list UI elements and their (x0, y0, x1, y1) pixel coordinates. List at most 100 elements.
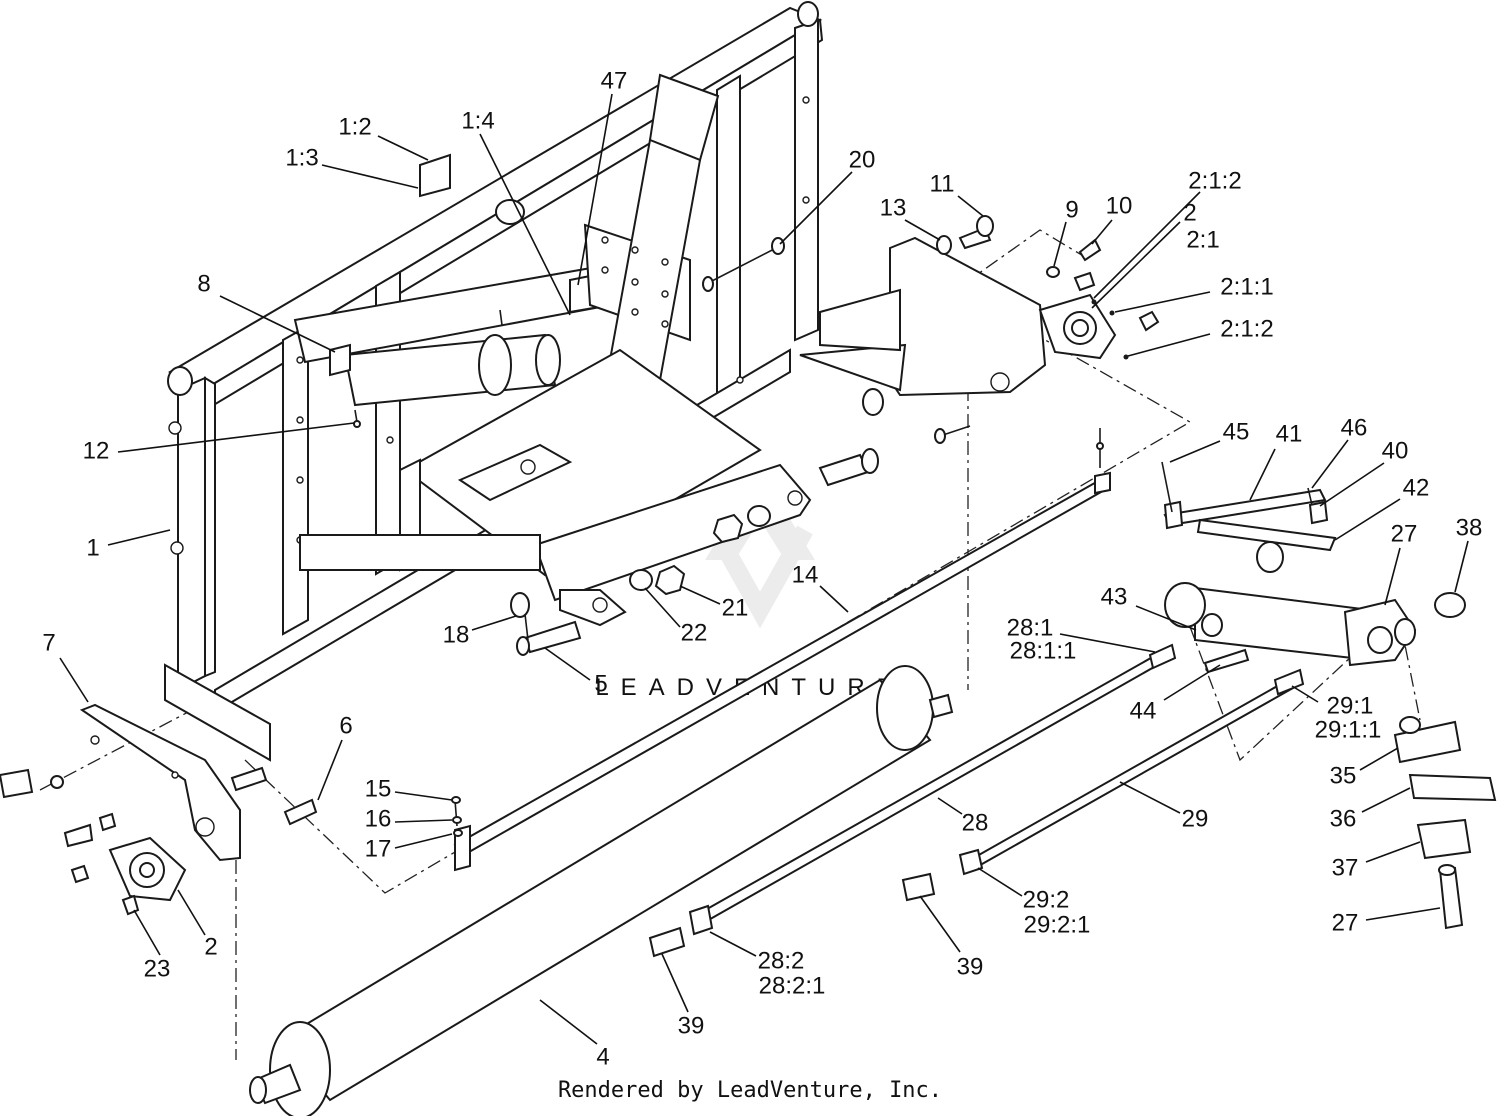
callout-c-1-4: 1:4 (461, 107, 494, 134)
leader-11 (957, 195, 984, 217)
callout-c-6: 6 (339, 712, 352, 739)
render-credit: Rendered by LeadVenture, Inc. (557, 1078, 943, 1103)
callout-c-35: 35 (1330, 762, 1357, 789)
callout-c-39b: 39 (678, 1012, 705, 1039)
cylinder-pin-head (353, 420, 361, 428)
roller-4 (249, 665, 954, 1116)
leader-1 (107, 529, 171, 546)
leader-5 (544, 647, 591, 681)
frame-left-post-side (204, 376, 216, 678)
crossbar-14-right-flange (1094, 471, 1111, 495)
callout-c-15: 15 (365, 775, 392, 802)
callout-c-43: 43 (1101, 583, 1128, 610)
pin-20-end (702, 276, 714, 292)
frame-hole (170, 541, 184, 555)
elbow-39-left (648, 926, 686, 958)
motor-mount-boss (1394, 618, 1416, 646)
right-plate (889, 236, 1047, 397)
cylinder-clevis (329, 343, 351, 377)
frame-hole (296, 416, 304, 424)
leader-15 (394, 791, 453, 801)
leader-41 (1249, 448, 1276, 501)
leader-23 (133, 909, 161, 956)
lynch-pin (862, 388, 884, 416)
leader-1-2 (377, 135, 429, 161)
leader-22 (644, 587, 681, 628)
left-plate-notch (195, 817, 215, 837)
bolt-frame-right-head (934, 428, 946, 444)
pin-27-head (1438, 864, 1456, 876)
bracket-41 (1163, 488, 1327, 527)
screw-46 (1307, 487, 1313, 506)
leader-6 (317, 739, 343, 801)
leader-42 (1334, 498, 1401, 541)
frame-left-foot-plate (164, 663, 271, 762)
callout-c-29-1-1: 29:1:1 (1315, 716, 1382, 743)
hitch-plate-hole (601, 266, 609, 274)
left-plate-hole (90, 735, 100, 745)
callout-c-17: 17 (365, 835, 392, 862)
washer-22 (629, 569, 653, 591)
clamp-36 (1408, 773, 1497, 802)
clamp-35-hole (1399, 716, 1421, 734)
decal-42 (1196, 518, 1337, 552)
pin-right-head (861, 448, 879, 474)
motor-flange (1164, 582, 1206, 628)
frame-post-4 (716, 74, 741, 396)
hitch-lower-bar (299, 534, 541, 571)
pin-20 (709, 245, 781, 283)
nut-9 (1046, 266, 1060, 278)
right-plate-gusset (799, 343, 907, 392)
leader-2-1-2a (1093, 191, 1201, 299)
frame-hole (168, 421, 182, 435)
leader-16 (394, 819, 453, 823)
hitch-plate-hole (601, 236, 609, 244)
cylinder-top-pin (499, 309, 503, 326)
hitch-top-pin (495, 199, 525, 225)
callout-c-10: 10 (1106, 192, 1133, 219)
leader-27b (1365, 907, 1441, 921)
grease-fitting-top (1091, 299, 1097, 305)
callout-c-7: 7 (42, 629, 55, 656)
leader-13 (904, 219, 941, 241)
nut-bearing-left (70, 864, 90, 884)
callout-c-42: 42 (1403, 474, 1430, 501)
bracket-41-tab (1163, 500, 1184, 530)
callout-c-29-1: 29:1 (1327, 692, 1374, 719)
hitch-plate-hole (631, 308, 639, 316)
leader-36 (1361, 787, 1411, 813)
leader-39a (919, 895, 961, 953)
frame-hole (736, 376, 744, 384)
leader-47 (577, 93, 613, 286)
leader-28 (937, 797, 963, 815)
nut-bearing-right (1138, 310, 1160, 332)
hitch-assembly (293, 73, 812, 627)
cylinder-end-cap (535, 334, 561, 386)
right-bracket (819, 288, 901, 352)
nut-17 (453, 829, 463, 837)
roller-4-far-shaft (928, 693, 954, 719)
leader-38 (1454, 540, 1469, 593)
callout-c-28-1-1: 28:1:1 (1010, 637, 1077, 664)
callout-c-28-1: 28:1 (1007, 614, 1054, 641)
callout-c-11: 11 (930, 170, 955, 197)
hose-29-fitting-1 (1273, 668, 1305, 696)
hoses (648, 643, 1305, 958)
leader-39b (661, 953, 689, 1013)
frame-hole (802, 196, 810, 204)
hose-28-fitting-2 (688, 904, 714, 936)
nut-bearing-top (1073, 271, 1096, 292)
watermark-logo-v (707, 525, 813, 629)
callout-c-39a: 39 (957, 953, 984, 980)
alignment-clamp-line (1399, 619, 1421, 721)
bearing-bore (1071, 319, 1089, 337)
grease-fitting-mid (1109, 310, 1115, 316)
callout-c-27a: 27 (1391, 520, 1418, 547)
hitch-plate-hole (631, 246, 639, 254)
callout-c-44: 44 (1130, 697, 1157, 724)
block-37 (1416, 818, 1472, 860)
bolt-6 (283, 798, 318, 826)
frame-tube-end-right (797, 1, 819, 27)
hitch-hardware (510, 237, 971, 656)
